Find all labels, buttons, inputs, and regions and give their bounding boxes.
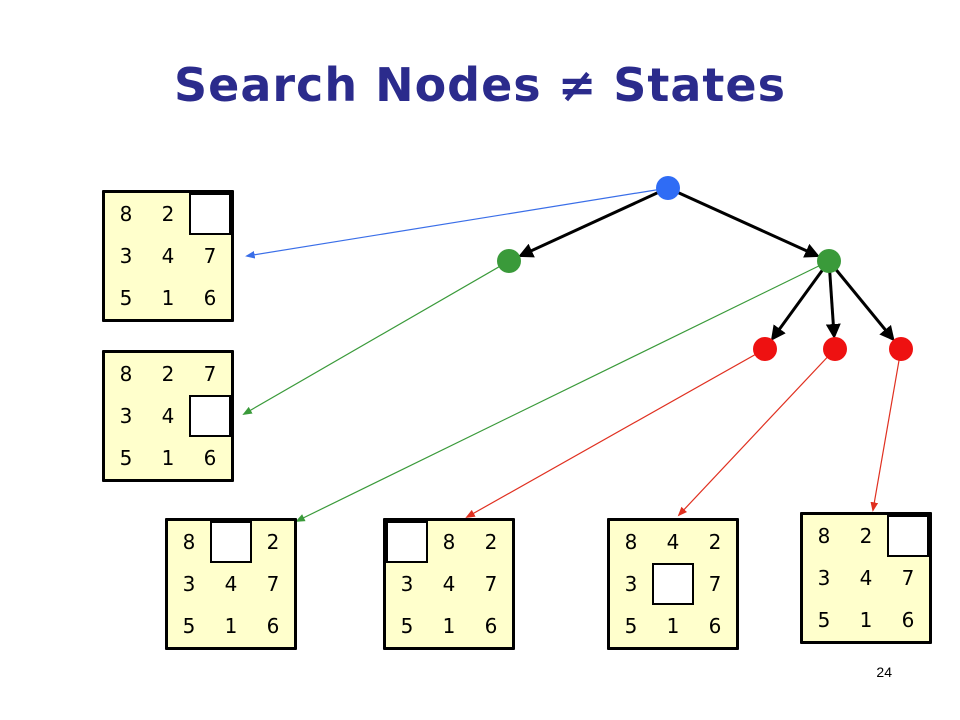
- puzzle-tile: 1: [442, 614, 456, 638]
- search-node-n1: [497, 249, 521, 273]
- puzzle-board-4: 8 2 3 4 7 5 1 6: [383, 518, 515, 650]
- puzzle-tile: 5: [817, 608, 831, 632]
- tree-edge-root-n1: [518, 190, 660, 258]
- puzzle-tile: 7: [484, 572, 498, 596]
- puzzle-tile: 2: [266, 530, 280, 554]
- puzzle-tile: 1: [666, 614, 680, 638]
- puzzle-tile: 4: [859, 566, 873, 590]
- puzzle-tile: 3: [182, 572, 196, 596]
- blank-tile: [189, 193, 231, 235]
- blank-tile: [210, 521, 252, 563]
- search-node-n5: [889, 337, 913, 361]
- puzzle-tile: 1: [161, 286, 175, 310]
- puzzle-tile: 1: [224, 614, 238, 638]
- tree-edge-n2-n3: [770, 268, 825, 341]
- slide-title: Search Nodes ≠ States: [0, 58, 960, 112]
- state-link-n1-board-2: [242, 260, 510, 415]
- puzzle-tile: 7: [708, 572, 722, 596]
- puzzle-tile: 4: [442, 572, 456, 596]
- state-link-n4-board-5: [677, 348, 836, 517]
- puzzle-tile: 4: [666, 530, 680, 554]
- puzzle-board-1: 8 2 3 4 7 5 1 6: [102, 190, 234, 322]
- puzzle-tile: 8: [119, 202, 133, 226]
- puzzle-tile: 1: [859, 608, 873, 632]
- puzzle-tile: 4: [161, 404, 175, 428]
- tree-edge-root-n2: [676, 190, 820, 258]
- search-node-root: [656, 176, 680, 200]
- state-link-n2-board-3: [295, 260, 830, 522]
- puzzle-tile: 2: [161, 202, 175, 226]
- search-node-n3: [753, 337, 777, 361]
- puzzle-tile: 1: [161, 446, 175, 470]
- puzzle-tile: 2: [161, 362, 175, 386]
- puzzle-tile: 7: [203, 244, 217, 268]
- puzzle-board-3: 8 2 3 4 7 5 1 6: [165, 518, 297, 650]
- blank-tile: [887, 515, 929, 557]
- page-number: 24: [876, 664, 892, 680]
- puzzle-board-6: 8 2 3 4 7 5 1 6: [800, 512, 932, 644]
- puzzle-tile: 3: [624, 572, 638, 596]
- puzzle-tile: 8: [624, 530, 638, 554]
- puzzle-tile: 3: [400, 572, 414, 596]
- state-link-n3-board-4: [465, 348, 766, 518]
- puzzle-tile: 8: [817, 524, 831, 548]
- puzzle-tile: 3: [817, 566, 831, 590]
- puzzle-tile: 4: [161, 244, 175, 268]
- puzzle-tile: 5: [119, 446, 133, 470]
- puzzle-tile: 8: [182, 530, 196, 554]
- puzzle-tile: 6: [901, 608, 915, 632]
- puzzle-tile: 7: [901, 566, 915, 590]
- puzzle-board-2: 8 2 7 3 4 5 1 6: [102, 350, 234, 482]
- puzzle-tile: 2: [708, 530, 722, 554]
- puzzle-tile: 8: [119, 362, 133, 386]
- puzzle-tile: 4: [224, 572, 238, 596]
- puzzle-tile: 2: [484, 530, 498, 554]
- puzzle-tile: 6: [484, 614, 498, 638]
- state-link-n5-board-6: [870, 348, 902, 512]
- puzzle-tile: 6: [708, 614, 722, 638]
- blank-tile: [386, 521, 428, 563]
- puzzle-tile: 5: [400, 614, 414, 638]
- puzzle-tile: 5: [182, 614, 196, 638]
- puzzle-tile: 7: [203, 362, 217, 386]
- blank-tile: [189, 395, 231, 437]
- puzzle-tile: 5: [624, 614, 638, 638]
- title-right: States: [613, 58, 786, 112]
- state-link-root-board-1: [245, 187, 669, 259]
- puzzle-tile: 5: [119, 286, 133, 310]
- puzzle-tile: 7: [266, 572, 280, 596]
- title-left: Search Nodes: [174, 58, 542, 112]
- puzzle-tile: 6: [203, 446, 217, 470]
- tree-edge-n2-n5: [834, 267, 895, 342]
- puzzle-tile: 2: [859, 524, 873, 548]
- puzzle-tile: 8: [442, 530, 456, 554]
- puzzle-tile: 6: [266, 614, 280, 638]
- search-node-n4: [823, 337, 847, 361]
- puzzle-board-5: 8 4 2 3 7 5 1 6: [607, 518, 739, 650]
- search-node-n2: [817, 249, 841, 273]
- puzzle-tile: 6: [203, 286, 217, 310]
- puzzle-tile: 3: [119, 404, 133, 428]
- blank-tile: [652, 563, 694, 605]
- not-equal-symbol: ≠: [557, 58, 598, 112]
- tree-edge-n2-n4: [825, 270, 841, 340]
- puzzle-tile: 3: [119, 244, 133, 268]
